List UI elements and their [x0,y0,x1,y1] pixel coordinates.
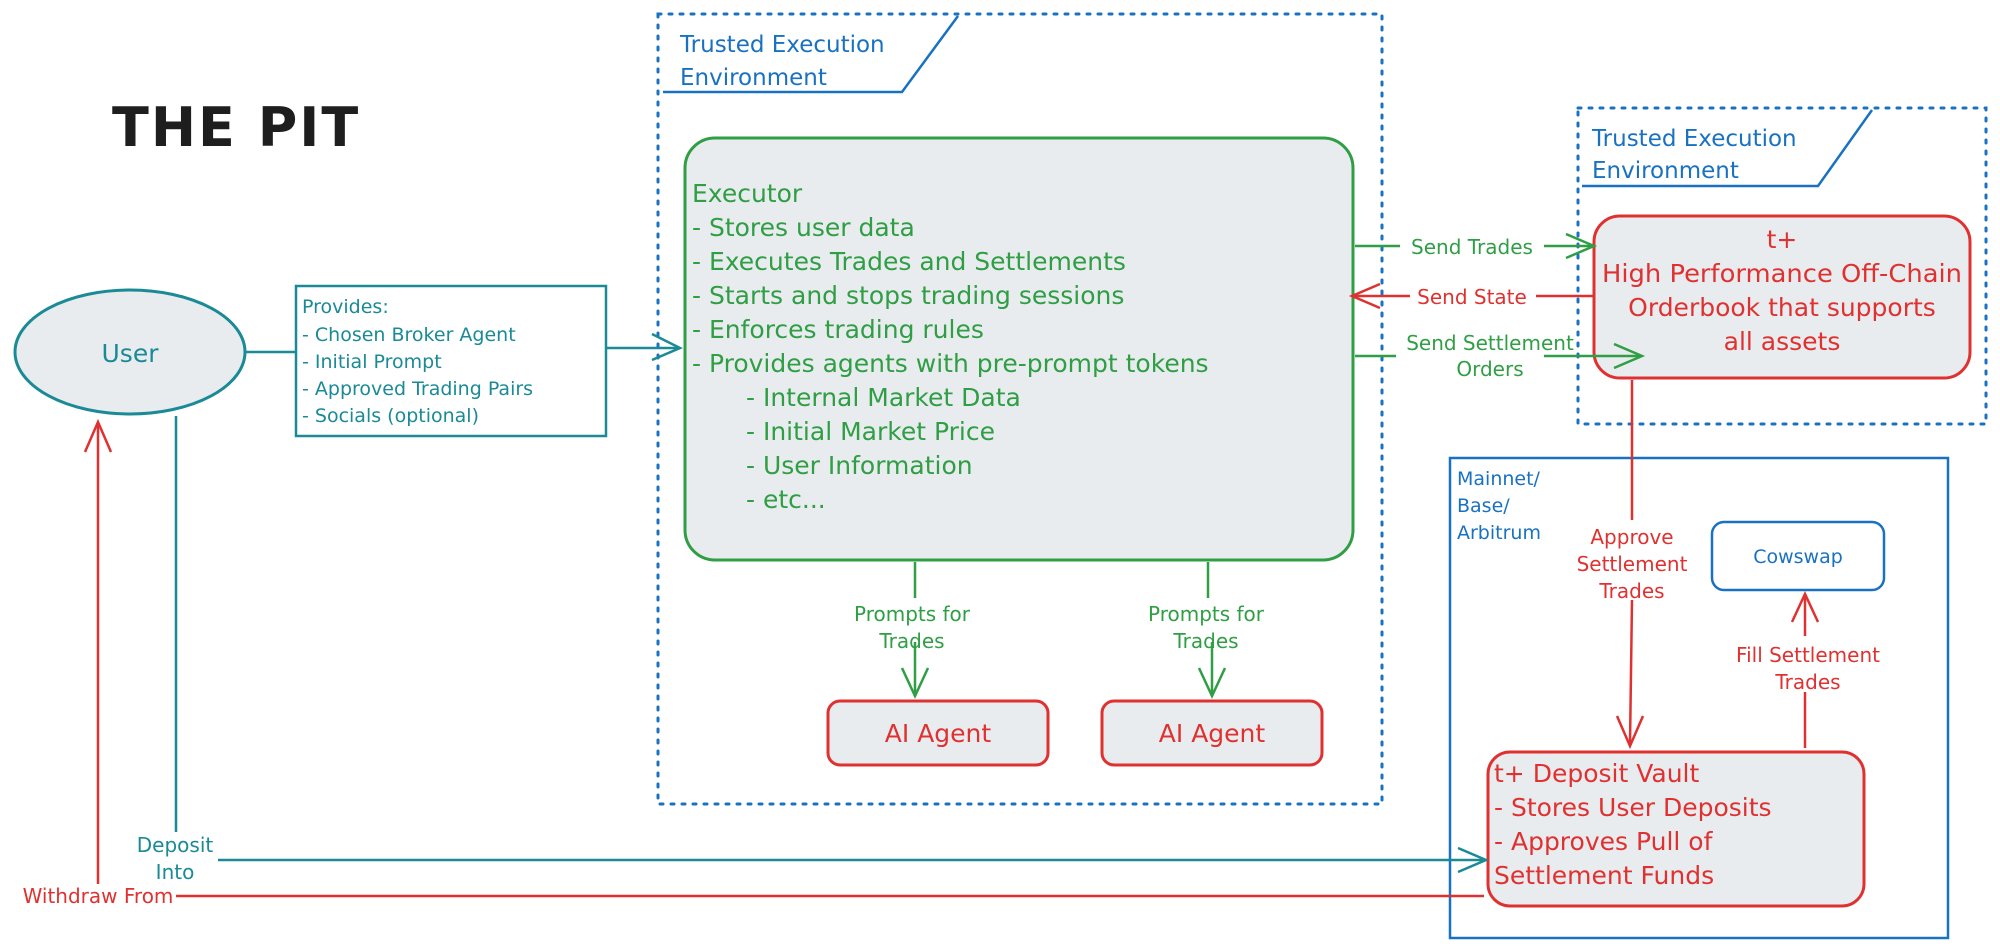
vault-line4: Settlement Funds [1494,861,1714,890]
fill-line2: Trades [1774,670,1840,694]
tee-right-label-line2: Environment [1592,158,1739,184]
tee-container-right: Trusted Execution Environment [1576,106,1988,426]
provides-item: - Socials (optional) [302,405,479,427]
withdraw-label: Withdraw From [23,884,174,908]
send-settlement-arrow: Send Settlement Orders [1355,331,1646,381]
send-trades-label: Send Trades [1411,235,1533,259]
executor-item: - Provides agents with pre-prompt tokens [692,349,1209,378]
provides-box: Provides: - Chosen Broker Agent - Initia… [294,284,608,438]
executor-subitem: - Initial Market Price [746,417,995,446]
prompts-arrow-left: Prompts for Trades [854,562,971,699]
send-settlement-line2: Orders [1456,357,1523,381]
deposit-line1: Deposit [137,833,214,857]
executor-item: - Starts and stops trading sessions [692,281,1124,310]
prompts-right-line2: Trades [1172,629,1238,653]
chain-line3: Arbitrum [1457,522,1541,544]
fill-line1: Fill Settlement [1736,643,1880,667]
executor-subitem: - etc... [746,485,826,514]
tee-right-label-line1: Trusted Execution [1591,126,1797,152]
tee-container-left: Trusted Execution Environment [656,12,1384,806]
user-node: User [13,288,247,416]
provides-heading: Provides: [302,296,389,318]
deposit-vault-box: t+ Deposit Vault - Stores User Deposits … [1486,750,1866,908]
prompts-left-line1: Prompts for [854,602,971,626]
vault-line2: - Stores User Deposits [1494,793,1772,822]
orderbook-line3: Orderbook that supports [1628,293,1936,322]
chain-line1: Mainnet/ [1457,468,1541,490]
ai-agent-right-label: AI Agent [1159,719,1266,748]
cowswap-box: Cowswap [1710,520,1886,592]
vault-line1: t+ Deposit Vault [1494,759,1699,788]
approve-line1: Approve [1590,525,1673,549]
provides-item: - Initial Prompt [302,351,442,373]
vault-line3: - Approves Pull of [1494,827,1714,856]
chain-line2: Base/ [1457,495,1510,517]
diagram-title: THE PIT [112,96,360,159]
provides-item: - Chosen Broker Agent [302,324,516,346]
deposit-line2: Into [156,860,195,884]
provides-to-executor-arrow [606,332,683,362]
ai-agent-box-right: AI Agent [1100,699,1324,767]
executor-subitem: - Internal Market Data [746,383,1021,412]
ai-agent-left-label: AI Agent [885,719,992,748]
fill-settlement-arrow: Fill Settlement Trades [1736,591,1880,748]
send-settlement-line1: Send Settlement [1406,331,1574,355]
withdraw-from-arrow: Withdraw From [23,418,1484,908]
prompts-arrow-right: Prompts for Trades [1148,562,1265,699]
executor-item: - Executes Trades and Settlements [692,247,1126,276]
user-label: User [102,339,160,368]
executor-item: - Stores user data [692,213,915,242]
approve-line3: Trades [1598,579,1664,603]
executor-box: Executor - Stores user data - Executes T… [683,136,1355,562]
approve-line2: Settlement [1577,552,1688,576]
prompts-right-line1: Prompts for [1148,602,1265,626]
approve-settlement-arrow: Approve Settlement Trades [1577,380,1688,750]
orderbook-line4: all assets [1724,327,1841,356]
deposit-into-arrow: Deposit Into [137,416,1490,884]
cowswap-label: Cowswap [1753,546,1843,568]
chain-container: Mainnet/ Base/ Arbitrum [1448,456,1950,940]
tee-left-label-line1: Trusted Execution [679,32,885,58]
orderbook-box: t+ High Performance Off-Chain Orderbook … [1592,214,1972,380]
send-state-arrow: Send State [1348,282,1594,310]
executor-subitem: - User Information [746,451,973,480]
prompts-left-line2: Trades [878,629,944,653]
tee-left-label-line2: Environment [680,65,827,91]
send-trades-arrow: Send Trades [1355,232,1598,260]
orderbook-line2: High Performance Off-Chain [1602,259,1962,288]
orderbook-line1: t+ [1767,225,1798,254]
executor-item: - Enforces trading rules [692,315,984,344]
send-state-label: Send State [1417,285,1527,309]
executor-heading: Executor [692,179,803,208]
provides-item: - Approved Trading Pairs [302,378,533,400]
ai-agent-box-left: AI Agent [826,699,1050,767]
